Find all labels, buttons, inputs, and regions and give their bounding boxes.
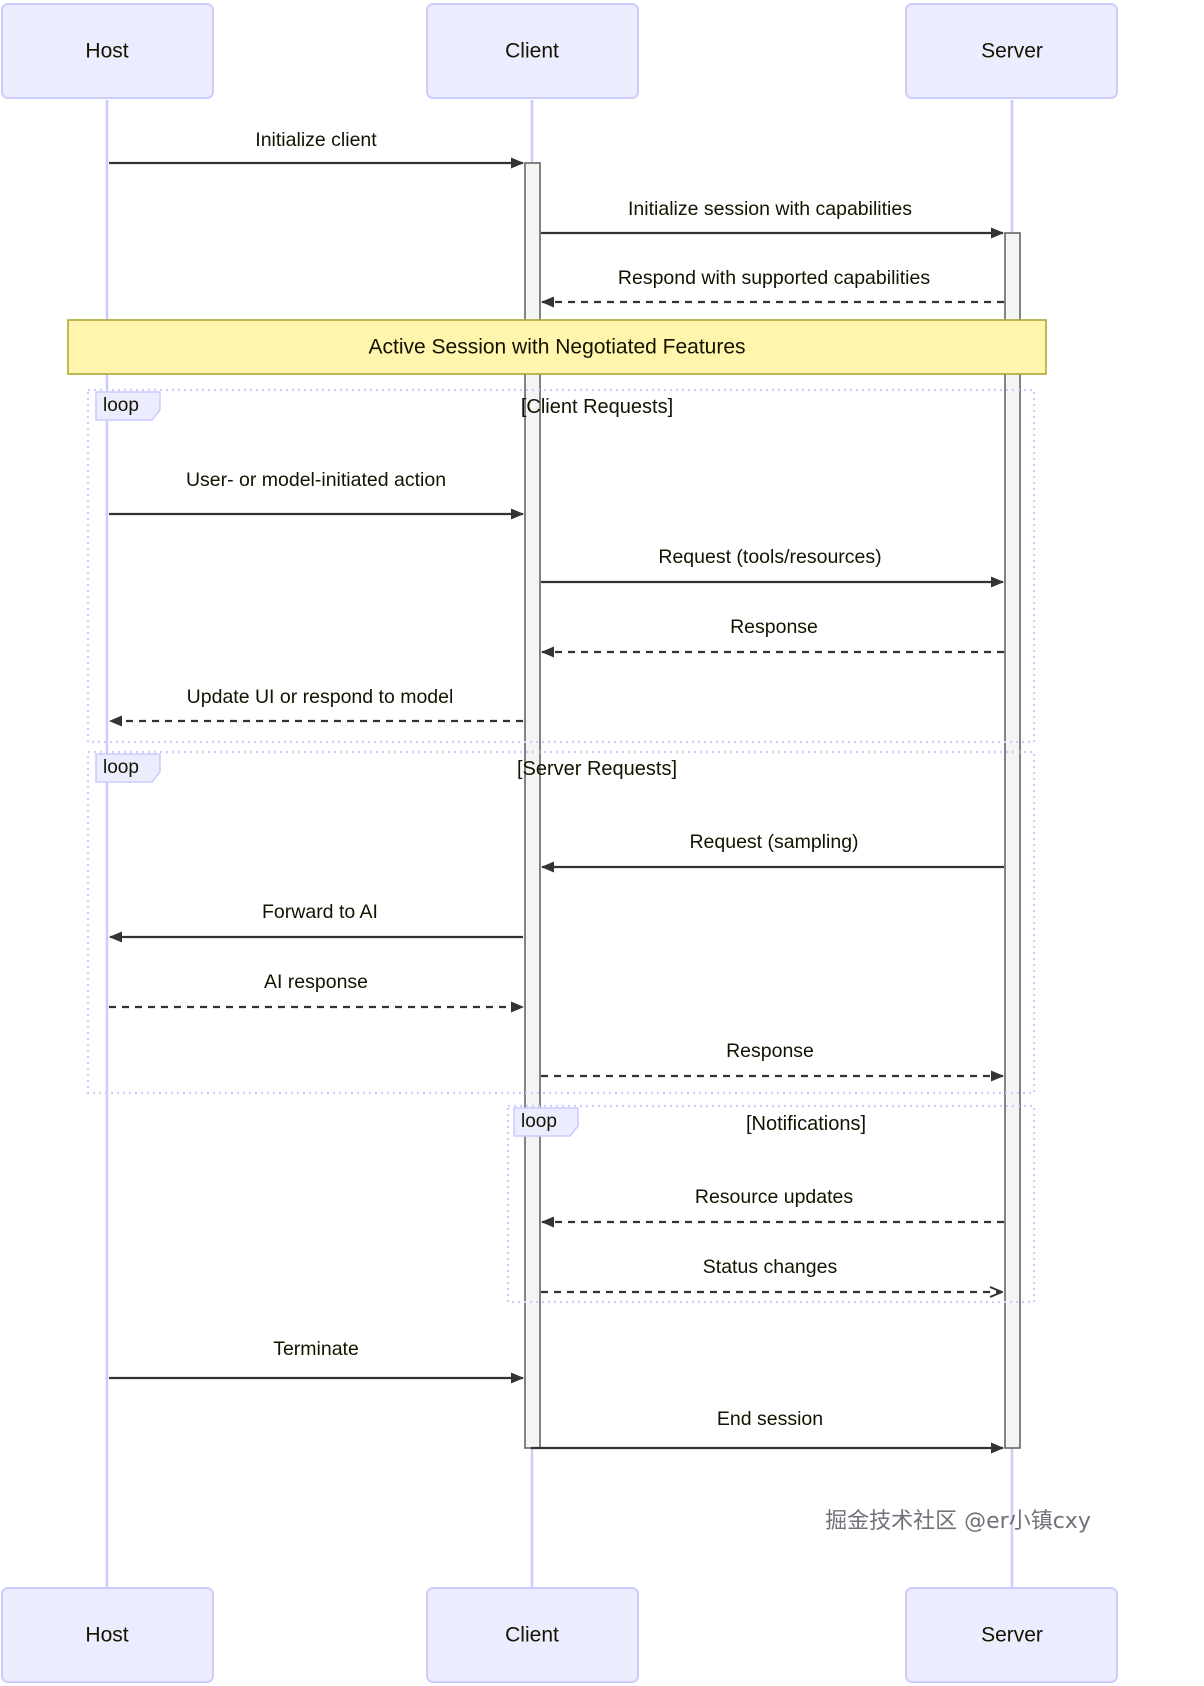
message-label: Initialize session with capabilities xyxy=(628,198,912,220)
loop-title: [Client Requests] xyxy=(521,396,673,418)
message-label: Resource updates xyxy=(695,1186,854,1208)
loop-tab xyxy=(513,1107,579,1137)
loop-tab xyxy=(95,391,161,421)
actor-box-client-bottom[interactable] xyxy=(426,1587,639,1683)
message-label: Request (sampling) xyxy=(689,831,858,853)
actor-footer-server[interactable]: Server xyxy=(905,1587,1118,1683)
message-initialize-client: Initialize client xyxy=(109,129,524,169)
message-request-sampling: Request (sampling) xyxy=(541,831,1004,873)
message-request-tools-resources: Request (tools/resources) xyxy=(541,546,1004,588)
message-update-ui: Update UI or respond to model xyxy=(109,686,523,727)
loop-notifications: loop [Notifications] xyxy=(506,1104,1036,1304)
message-response-1: Response xyxy=(541,616,1004,658)
loop-tab-label: loop xyxy=(521,1111,557,1132)
actor-label-server-bottom: Server xyxy=(981,1624,1043,1647)
loop-client-requests: loop [Client Requests] xyxy=(86,388,1036,744)
actor-label-host-bottom: Host xyxy=(85,1624,128,1647)
loop-tab-label: loop xyxy=(103,395,139,416)
message-label: Terminate xyxy=(273,1338,359,1360)
actor-box-host-bottom[interactable] xyxy=(1,1587,214,1683)
actor-header-host[interactable]: Host xyxy=(1,3,214,99)
message-response-2: Response xyxy=(541,1040,1004,1082)
actor-label-host-top: Host xyxy=(85,40,128,63)
note-active-session: Active Session with Negotiated Features xyxy=(67,319,1047,375)
message-resource-updates: Resource updates xyxy=(541,1186,1004,1228)
message-terminate: Terminate xyxy=(109,1338,524,1384)
loop-title: [Notifications] xyxy=(746,1113,866,1135)
actor-header-client[interactable]: Client xyxy=(426,3,639,99)
actor-footer-client[interactable]: Client xyxy=(426,1587,639,1683)
loop-title: [Server Requests] xyxy=(517,758,677,780)
message-label: Response xyxy=(726,1040,814,1062)
message-label: Forward to AI xyxy=(262,901,378,923)
message-label: User- or model-initiated action xyxy=(186,469,446,491)
note-box xyxy=(67,319,1047,375)
actor-label-client-bottom: Client xyxy=(505,1624,559,1647)
message-label: End session xyxy=(717,1408,823,1430)
loop-frame xyxy=(86,750,1036,1095)
message-end-session: End session xyxy=(531,1408,1004,1454)
message-label: AI response xyxy=(264,971,368,993)
actor-header-server[interactable]: Server xyxy=(905,3,1118,99)
message-respond-capabilities: Respond with supported capabilities xyxy=(541,267,1004,308)
loop-tab xyxy=(95,753,161,783)
message-initialize-session: Initialize session with capabilities xyxy=(541,198,1004,239)
message-forward-to-ai: Forward to AI xyxy=(109,901,523,943)
actor-box-server-top[interactable] xyxy=(905,3,1118,99)
actor-box-host-top[interactable] xyxy=(1,3,214,99)
actor-box-client-top[interactable] xyxy=(426,3,639,99)
loop-frame xyxy=(506,1104,1036,1304)
message-label: Initialize client xyxy=(255,129,377,151)
activation-server xyxy=(1004,232,1021,1449)
note-text: Active Session with Negotiated Features xyxy=(368,336,745,359)
message-label: Status changes xyxy=(703,1256,838,1278)
actor-box-server-bottom[interactable] xyxy=(905,1587,1118,1683)
message-status-changes: Status changes xyxy=(541,1256,1002,1292)
actor-footer-host[interactable]: Host xyxy=(1,1587,214,1683)
actor-label-server-top: Server xyxy=(981,40,1043,63)
message-user-action: User- or model-initiated action xyxy=(109,469,524,520)
message-label: Response xyxy=(730,616,818,638)
message-label: Respond with supported capabilities xyxy=(618,267,930,289)
message-label: Request (tools/resources) xyxy=(658,546,881,568)
message-label: Update UI or respond to model xyxy=(187,686,454,708)
actor-label-client-top: Client xyxy=(505,40,559,63)
loop-tab-label: loop xyxy=(103,757,139,778)
loop-server-requests: loop [Server Requests] xyxy=(86,750,1036,1095)
watermark-text: 掘金技术社区 @er小镇cxy xyxy=(825,1509,1091,1534)
loop-frame xyxy=(86,388,1036,744)
message-ai-response: AI response xyxy=(109,971,524,1013)
